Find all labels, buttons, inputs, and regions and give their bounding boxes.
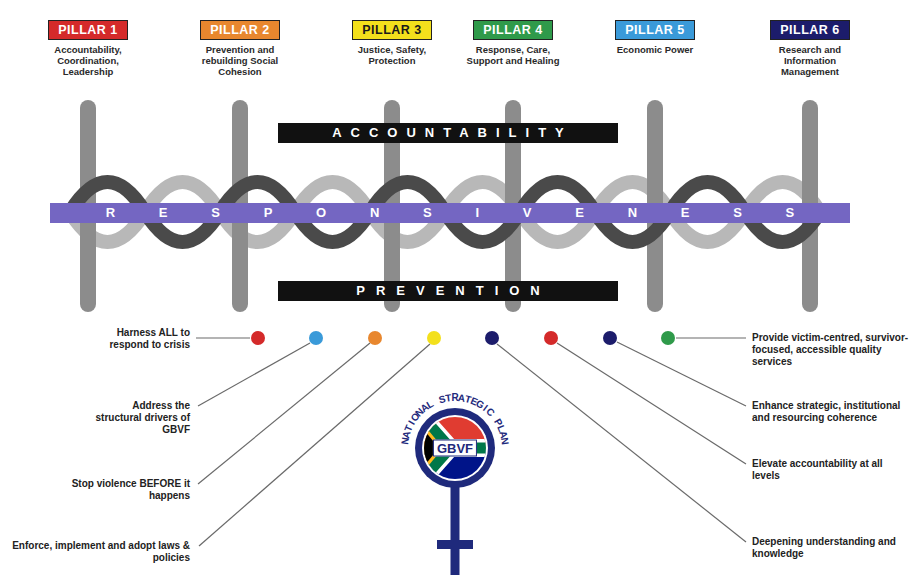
band-node: RESPONSIVENESS bbox=[50, 203, 850, 223]
pillar-node: PILLAR 5 Economic Power bbox=[590, 20, 720, 56]
flag-green bbox=[420, 414, 490, 482]
pillar-label: PILLAR 3 bbox=[352, 20, 432, 40]
pillar-label: PILLAR 4 bbox=[473, 20, 553, 40]
pillar-description: Response, Care, Support and Healing bbox=[463, 45, 563, 67]
leader-line bbox=[676, 337, 746, 338]
callout-dot bbox=[661, 331, 675, 345]
logo-emblem: NATIONAL STRATEGIC PLANGBVF bbox=[390, 383, 520, 513]
callout-dots bbox=[251, 331, 675, 345]
pillar-node: PILLAR 4 Response, Care, Support and Heal… bbox=[448, 20, 578, 67]
pillar-label: PILLAR 6 bbox=[770, 20, 850, 40]
callout-label: Enhance strategic, institutional and res… bbox=[752, 400, 912, 424]
band-text: ACCOUNTABILITY bbox=[323, 123, 573, 143]
pillar-label: PILLAR 2 bbox=[200, 20, 280, 40]
pillar-description: Accountability, Coordination, Leadership bbox=[38, 45, 138, 78]
pillar-node: PILLAR 6 Research and Information Managem… bbox=[745, 20, 875, 78]
flag-white bbox=[420, 414, 490, 482]
pillar-description: Prevention and rebuilding Social Cohesio… bbox=[190, 45, 290, 78]
pillar-description: Research and Information Management bbox=[760, 45, 860, 78]
callout-dot bbox=[603, 331, 617, 345]
leader-line bbox=[198, 343, 310, 406]
pillar-node: PILLAR 1 Accountability, Coordination, Le… bbox=[23, 20, 153, 78]
callout-label: Stop violence BEFORE it happens bbox=[70, 478, 190, 502]
leader-lines bbox=[196, 338, 746, 546]
pillar-label: PILLAR 1 bbox=[48, 20, 128, 40]
leader-line bbox=[617, 342, 746, 406]
leader-line bbox=[199, 344, 430, 546]
leader-line bbox=[196, 337, 250, 338]
callout-dot bbox=[485, 331, 499, 345]
callout-label: Address the structural drivers of GBVF bbox=[85, 400, 190, 436]
callout-dot bbox=[309, 331, 323, 345]
callout-label: Elevate accountability at all levels bbox=[752, 458, 912, 482]
band-node: PREVENTION bbox=[278, 281, 618, 301]
pillar-node: PILLAR 2 Prevention and rebuilding Social… bbox=[175, 20, 305, 78]
leader-line bbox=[557, 343, 746, 464]
arc-letter: N bbox=[499, 437, 511, 446]
pillar-label: PILLAR 5 bbox=[615, 20, 695, 40]
band-text: PREVENTION bbox=[345, 281, 551, 301]
callout-dot bbox=[544, 331, 558, 345]
venus-bar bbox=[437, 540, 473, 549]
pillar-node: PILLAR 3 Justice, Safety, Protection bbox=[327, 20, 457, 67]
callout-dot bbox=[368, 331, 382, 345]
flag-symbol bbox=[420, 414, 490, 482]
callout-label: Deepening understanding and knowledge bbox=[752, 536, 912, 560]
band-text: RESPONSIVENESS bbox=[62, 203, 838, 223]
callout-dot bbox=[427, 331, 441, 345]
callout-label: Provide victim-centred, survivor-focused… bbox=[752, 332, 912, 368]
arc-letter: T bbox=[445, 392, 452, 404]
logo-graphic bbox=[415, 408, 495, 575]
leader-line bbox=[198, 343, 370, 484]
pillar-description: Justice, Safety, Protection bbox=[342, 45, 442, 67]
callout-label: Harness ALL to respond to crisis bbox=[80, 327, 190, 351]
pillar-description: Economic Power bbox=[605, 45, 705, 56]
logo-ring bbox=[415, 408, 495, 488]
band-node: ACCOUNTABILITY bbox=[278, 123, 618, 143]
venus-stem bbox=[451, 486, 460, 575]
callout-label: Enforce, implement and adopt laws & poli… bbox=[5, 540, 190, 564]
leader-line bbox=[497, 344, 746, 542]
callout-dot bbox=[251, 331, 265, 345]
logo-text: GBVF bbox=[433, 440, 477, 457]
